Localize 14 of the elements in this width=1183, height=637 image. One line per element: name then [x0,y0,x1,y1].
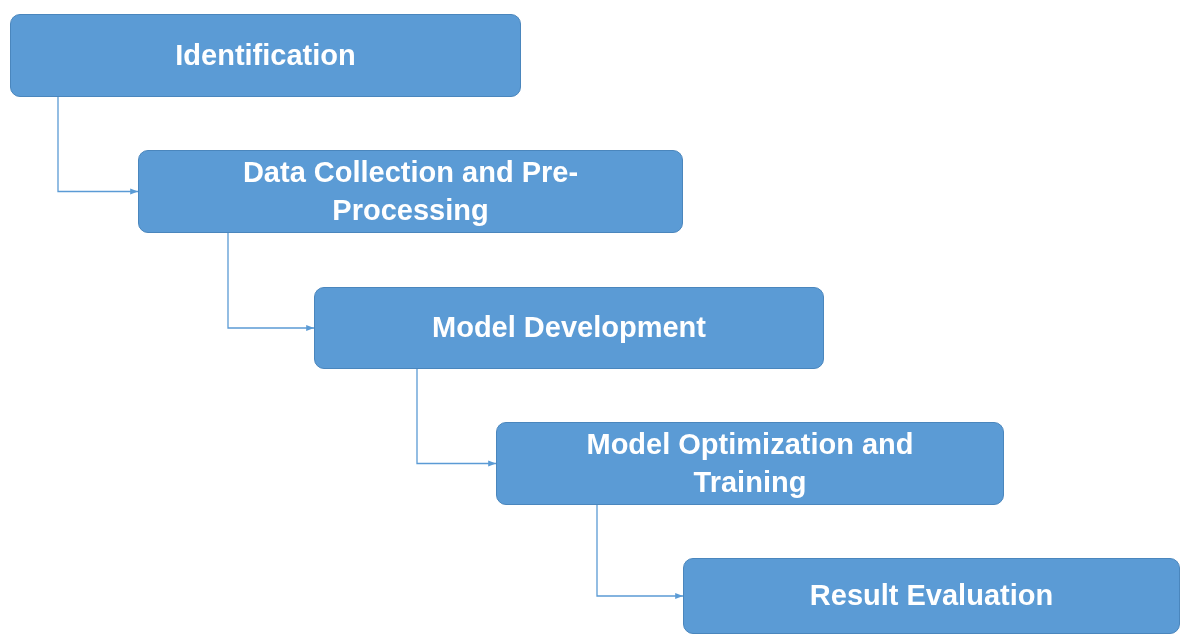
box-label: Result Evaluation [809,578,1054,614]
box-label: Identification [175,37,356,73]
process-box [683,558,1180,634]
connector-arrow [416,368,497,467]
box-label: Model Development [432,310,706,346]
process-box [10,14,521,97]
connector-arrow [227,232,315,332]
box-label: Model Optimization and Training [585,426,915,500]
process-box [314,287,824,369]
box-label: Data Collection and Pre-Processing [241,154,580,228]
connector-arrow [596,504,684,600]
process-box [496,422,1004,505]
connector-arrow [57,96,139,195]
process-box [138,150,683,233]
